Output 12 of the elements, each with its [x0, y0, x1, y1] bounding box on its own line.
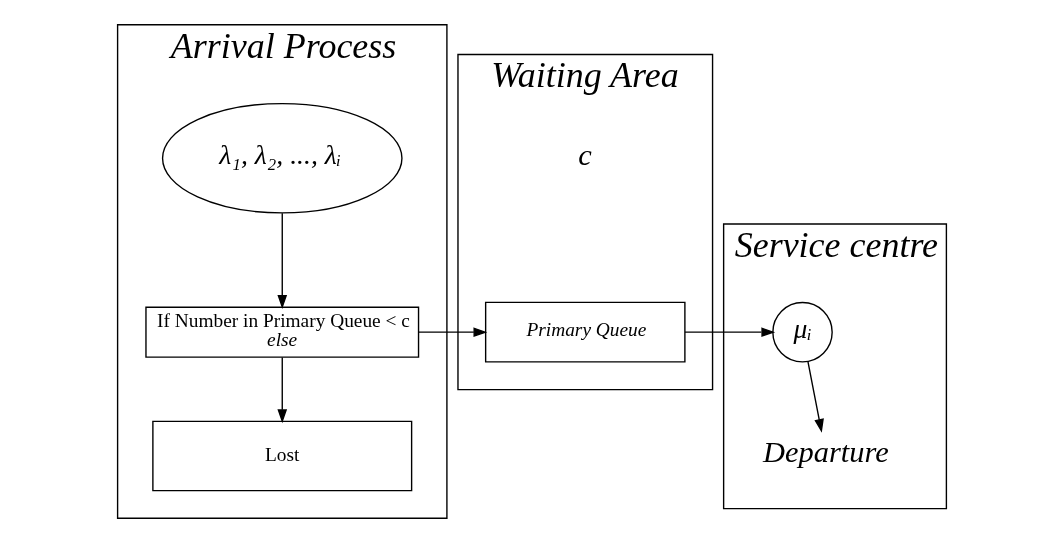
arrow: [806, 360, 824, 433]
node-ellipse: λ₁, λ₂, ..., λᵢ: [161, 102, 403, 214]
node-circle: μᵢ: [771, 301, 833, 363]
arrow: [276, 356, 287, 424]
node-text: Departure: [762, 435, 889, 470]
arrow: [683, 327, 775, 338]
arrow: [417, 327, 487, 338]
node-box: Primary Queue: [484, 301, 686, 363]
node-box: Lost: [151, 420, 412, 492]
node-box: If Number in Primary Queue < c else: [144, 306, 419, 358]
label: c: [577, 137, 592, 172]
arrow: [276, 212, 287, 309]
